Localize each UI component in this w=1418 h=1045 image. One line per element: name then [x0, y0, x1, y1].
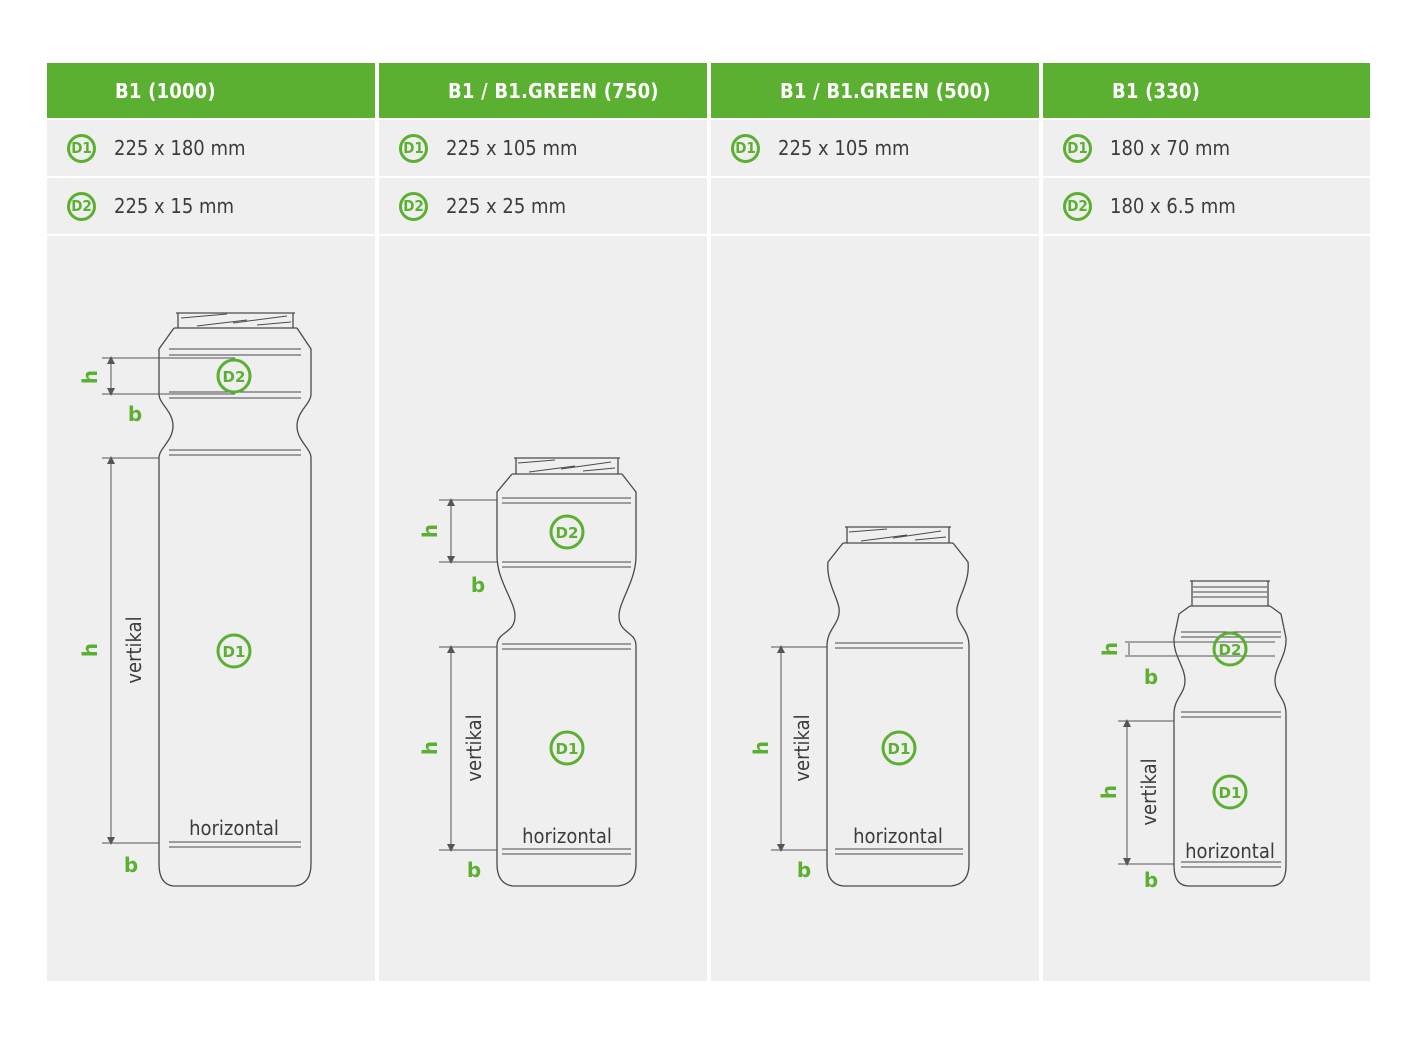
vertical-label: vertikal [122, 616, 146, 683]
d1-dimension-b1-750: h vertikal b horizontal D1 [418, 645, 612, 882]
horizontal-label: horizontal [853, 824, 943, 848]
d1-marker [1212, 774, 1248, 810]
d1-badge: D1 [1063, 133, 1092, 163]
d1-spec-b1-330: D1 180 x 70 mm [1043, 120, 1370, 176]
drawing-panel-b1-500: h vertikal b horizontal D1 [711, 236, 1039, 981]
d2-marker-label: D2 [223, 368, 246, 386]
height-letter: h [1097, 785, 1121, 799]
width-letter: b [467, 858, 481, 882]
d1-dimension: 225 x 105 mm [778, 136, 910, 160]
height-letter: h [1098, 642, 1122, 656]
drawing-panel-b1-750: h b D2 h vertikal b horizontal D1 [379, 236, 707, 981]
d1-dimension-b1-330: h vertikal b horizontal D1 [1097, 719, 1275, 892]
d1-marker-label: D1 [556, 740, 579, 758]
d2-dimension-b1-750: h b D2 [418, 498, 585, 597]
width-letter: b [797, 858, 811, 882]
width-letter: b [471, 573, 485, 597]
d2-marker-label: D2 [1219, 641, 1242, 659]
width-letter: b [1144, 868, 1158, 892]
horizontal-label: horizontal [189, 816, 279, 840]
bottle-outline-b1-750 [496, 457, 637, 887]
horizontal-label: horizontal [522, 824, 612, 848]
d2-badge: D2 [399, 191, 428, 221]
d2-badge: D2 [1063, 191, 1092, 221]
d2-dimension-b1-1000: h b D2 [78, 356, 252, 426]
drawing-panel-b1-1000: h b D2 h vertikal b horizontal D1 [47, 236, 375, 981]
height-letter: h [78, 370, 102, 384]
column-header-b1-330: B1 (330) [1043, 63, 1370, 118]
d2-spec-b1-750: D2 225 x 25 mm [379, 178, 707, 234]
d1-marker [881, 730, 917, 766]
d1-marker [216, 633, 252, 669]
height-letter: h [418, 524, 442, 538]
bottle-outline-b1-500 [826, 526, 970, 887]
d1-dimension: 180 x 70 mm [1110, 136, 1231, 160]
height-letter: h [749, 741, 773, 755]
vertical-label: vertikal [1137, 758, 1161, 825]
column-header-b1-500: B1 / B1.GREEN (500) [711, 63, 1039, 118]
d1-dimension: 225 x 105 mm [446, 136, 578, 160]
d2-badge: D2 [67, 191, 96, 221]
d2-spec-b1-1000: D2 225 x 15 mm [47, 178, 375, 234]
d1-marker-label: D1 [1219, 784, 1242, 802]
height-letter: h [78, 643, 102, 657]
d2-marker [216, 358, 252, 394]
drawing-panel-b1-330: h b D2 h vertikal b horizontal D1 [1043, 236, 1370, 981]
column-header-b1-750: B1 / B1.GREEN (750) [379, 63, 707, 118]
bottle-outline-b1-330 [1173, 580, 1287, 887]
horizontal-label: horizontal [1185, 839, 1275, 863]
d2-dimension-b1-330: h b D2 [1098, 631, 1275, 689]
column-header-b1-1000: B1 (1000) [47, 63, 375, 118]
d2-dimension: 225 x 15 mm [114, 194, 235, 218]
d1-dimension: 225 x 180 mm [114, 136, 246, 160]
d1-dimension-b1-1000: h vertikal b horizontal D1 [78, 456, 279, 877]
width-letter: b [1144, 665, 1158, 689]
vertical-label: vertikal [462, 714, 486, 781]
d2-marker [549, 514, 585, 550]
width-letter: b [128, 402, 142, 426]
d2-spec-b1-500-empty [711, 178, 1039, 234]
d1-spec-b1-1000: D1 225 x 180 mm [47, 120, 375, 176]
d1-marker-label: D1 [223, 643, 246, 661]
d2-marker-label: D2 [556, 524, 579, 542]
d2-marker [1212, 631, 1248, 667]
vertical-label: vertikal [790, 714, 814, 781]
d1-marker [549, 730, 585, 766]
width-letter: b [124, 853, 138, 877]
d1-marker-label: D1 [888, 740, 911, 758]
d1-badge: D1 [399, 133, 428, 163]
d1-spec-b1-500: D1 225 x 105 mm [711, 120, 1039, 176]
d2-dimension: 180 x 6.5 mm [1110, 194, 1236, 218]
bottle-spec-grid: B1 (1000) B1 / B1.GREEN (750) B1 / B1.GR… [47, 63, 1370, 983]
d1-spec-b1-750: D1 225 x 105 mm [379, 120, 707, 176]
height-letter: h [418, 741, 442, 755]
d1-dimension-b1-500: h vertikal b horizontal D1 [749, 645, 943, 882]
bottle-outline-b1-1000 [158, 312, 312, 887]
d2-dimension: 225 x 25 mm [446, 194, 567, 218]
d2-spec-b1-330: D2 180 x 6.5 mm [1043, 178, 1370, 234]
d1-badge: D1 [67, 133, 96, 163]
d1-badge: D1 [731, 133, 760, 163]
